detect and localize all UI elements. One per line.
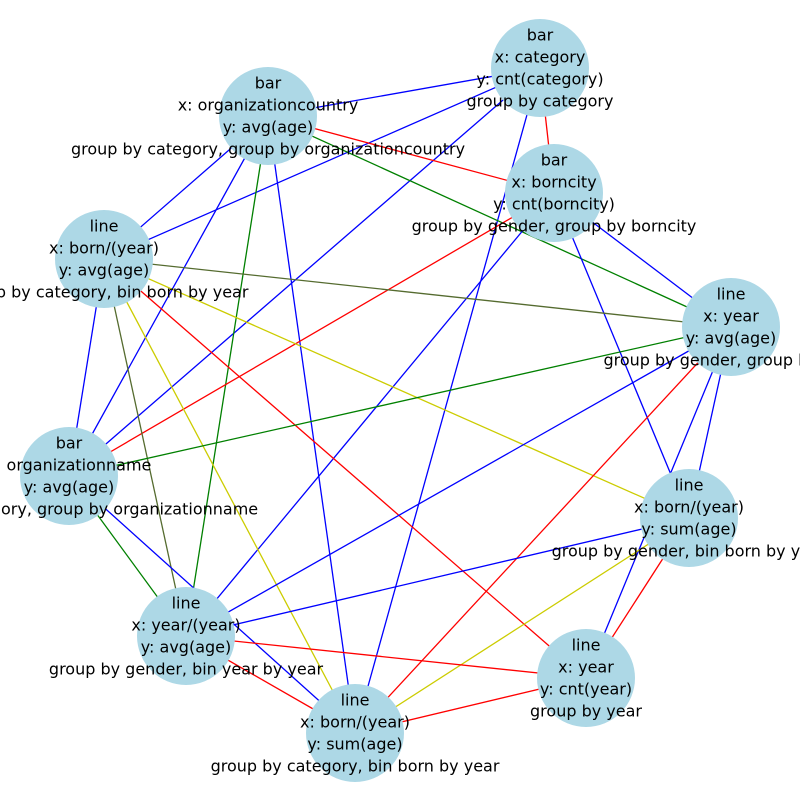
node-label-line: y: sum(age) xyxy=(641,520,736,539)
label-layer: bar x: category y: cnt(category) group by c… xyxy=(0,26,800,776)
graph-node-n7 xyxy=(137,587,235,685)
graph-node-n1 xyxy=(219,67,317,165)
graph-node-n3 xyxy=(55,210,153,308)
graph-node-n9 xyxy=(306,684,404,782)
node-label-line: x: born/(year) xyxy=(634,498,744,517)
edge-n2-n6 xyxy=(553,192,690,519)
node-label-line: line xyxy=(675,476,704,495)
node-label-line: group by category xyxy=(467,92,614,111)
graph-node-n8 xyxy=(537,629,635,727)
edge-n7-n8 xyxy=(185,635,587,679)
edge-n0-n3 xyxy=(103,67,541,260)
edge-n4-n7 xyxy=(185,326,732,637)
edge-n3-n4 xyxy=(103,258,732,328)
edge-n3-n7 xyxy=(103,258,187,637)
edge-n6-n7 xyxy=(185,517,690,637)
node-label-line: y: cnt(year) xyxy=(540,680,632,699)
node-label-line: line xyxy=(341,691,370,710)
node-label-line: y: avg(age) xyxy=(223,118,314,137)
node-label-line: group by gender, group by year xyxy=(603,351,800,370)
node-layer xyxy=(20,19,780,782)
node-label-line: x: year xyxy=(558,658,614,677)
edge-n1-n9 xyxy=(267,115,356,734)
edge-n3-n9 xyxy=(103,258,356,734)
node-label-line: group by gender, bin born by year xyxy=(552,542,800,561)
node-label-line: line xyxy=(90,217,119,236)
node-label-line: y: avg(age) xyxy=(141,638,232,657)
node-label-line: bar xyxy=(56,434,83,453)
edge-n1-n7 xyxy=(185,115,269,637)
node-label-line: line xyxy=(717,285,746,304)
edge-n3-n6 xyxy=(103,258,690,519)
graph-node-n4 xyxy=(682,278,780,376)
edge-n2-n5 xyxy=(68,192,555,477)
edge-n4-n9 xyxy=(354,326,732,734)
graph-node-n2 xyxy=(505,144,603,242)
node-label-line: group by year xyxy=(530,702,642,721)
node-label-line: group by category, bin born by year xyxy=(211,757,500,776)
edge-n2-n7 xyxy=(185,192,555,637)
node-label-line: y: avg(age) xyxy=(686,329,777,348)
node-label-line: group by category, group by organization… xyxy=(71,140,465,159)
edge-n0-n5 xyxy=(68,67,541,477)
node-label-line: y: cnt(category) xyxy=(476,70,603,89)
node-label-line: line xyxy=(572,636,601,655)
graph-node-n0 xyxy=(491,19,589,117)
node-label-line: group by category, group by organization… xyxy=(0,500,258,519)
edge-n3-n8 xyxy=(103,258,587,679)
node-label-line: x: borncity xyxy=(511,173,596,192)
node-label-line: x: organizationname xyxy=(0,456,151,475)
node-label-line: bar xyxy=(527,26,554,45)
node-label-line: bar xyxy=(541,151,568,170)
node-label-line: x: organizationcountry xyxy=(178,96,359,115)
edge-n4-n5 xyxy=(68,326,732,477)
edge-n1-n2 xyxy=(267,115,555,194)
node-label-line: bar xyxy=(255,74,282,93)
edge-n1-n4 xyxy=(267,115,732,328)
graph-node-n5 xyxy=(20,427,118,525)
node-label-line: y: avg(age) xyxy=(24,478,115,497)
node-label-line: group by gender, group by borncity xyxy=(412,217,697,236)
node-label-line: y: avg(age) xyxy=(59,261,150,280)
node-label-line: x: born/(year) xyxy=(300,713,410,732)
node-label-line: x: born/(year) xyxy=(49,239,159,258)
node-label-line: x: year xyxy=(703,307,759,326)
graph-node-n6 xyxy=(640,469,738,567)
node-label-line: x: year/(year) xyxy=(131,616,240,635)
node-label-line: group by gender, bin year by year xyxy=(49,660,324,679)
edge-n1-n5 xyxy=(68,115,269,477)
node-label-line: x: category xyxy=(495,48,586,67)
node-label-line: y: sum(age) xyxy=(307,735,402,754)
node-label-line: line xyxy=(172,594,201,613)
node-label-line: y: cnt(borncity) xyxy=(493,195,615,214)
node-label-line: group by category, bin born by year xyxy=(0,283,249,302)
edge-n6-n9 xyxy=(354,517,690,734)
